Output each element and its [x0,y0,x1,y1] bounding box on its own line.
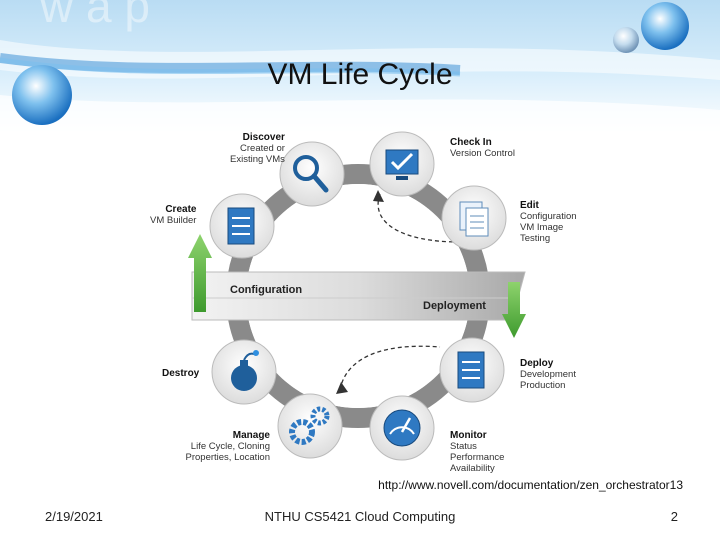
band-label-left: Configuration [230,284,302,296]
label-checkin: Check In Version Control [450,137,515,159]
label-discover: Discover Created or Existing VMs [230,132,285,165]
label-deploy: Deploy Development Production [520,358,576,391]
down-arrow [502,282,526,338]
svg-text:w a p: w a p [39,0,150,32]
header-banner: w a p [0,0,720,135]
node-discover [279,141,345,207]
config-deploy-band [191,271,526,321]
footer-course: NTHU CS5421 Cloud Computing [264,509,456,524]
label-destroy: Destroy [162,368,200,379]
label-edit: Edit Configuration VM Image Testing [520,200,577,244]
dashed-arrow-top [377,193,461,243]
footer-date: 2/19/2021 [45,509,103,524]
up-arrow [188,234,212,312]
label-manage: Manage Life Cycle, Cloning Properties, L… [185,430,271,463]
orb-top-right [641,2,689,50]
orb-small [613,27,639,53]
dashed-arrow-bottom [339,345,441,391]
node-edit [441,185,507,251]
label-monitor: Monitor Status Performance Availability [450,430,505,474]
footer-page-number: 2 [670,509,678,524]
vm-lifecycle-diagram: Configuration Deployment Discover Create… [140,122,600,474]
node-monitor [369,395,435,461]
orb-left [12,65,72,125]
band-label-right: Deployment [423,300,486,312]
slide-title: VM Life Cycle [267,58,453,91]
node-deploy [439,337,505,403]
node-destroy [211,339,277,405]
node-checkin [369,131,435,197]
node-manage [277,393,343,459]
label-create: Create VM Builder [150,204,197,226]
node-create [209,193,275,259]
source-url: http://www.novell.com/documentation/zen_… [378,478,683,492]
